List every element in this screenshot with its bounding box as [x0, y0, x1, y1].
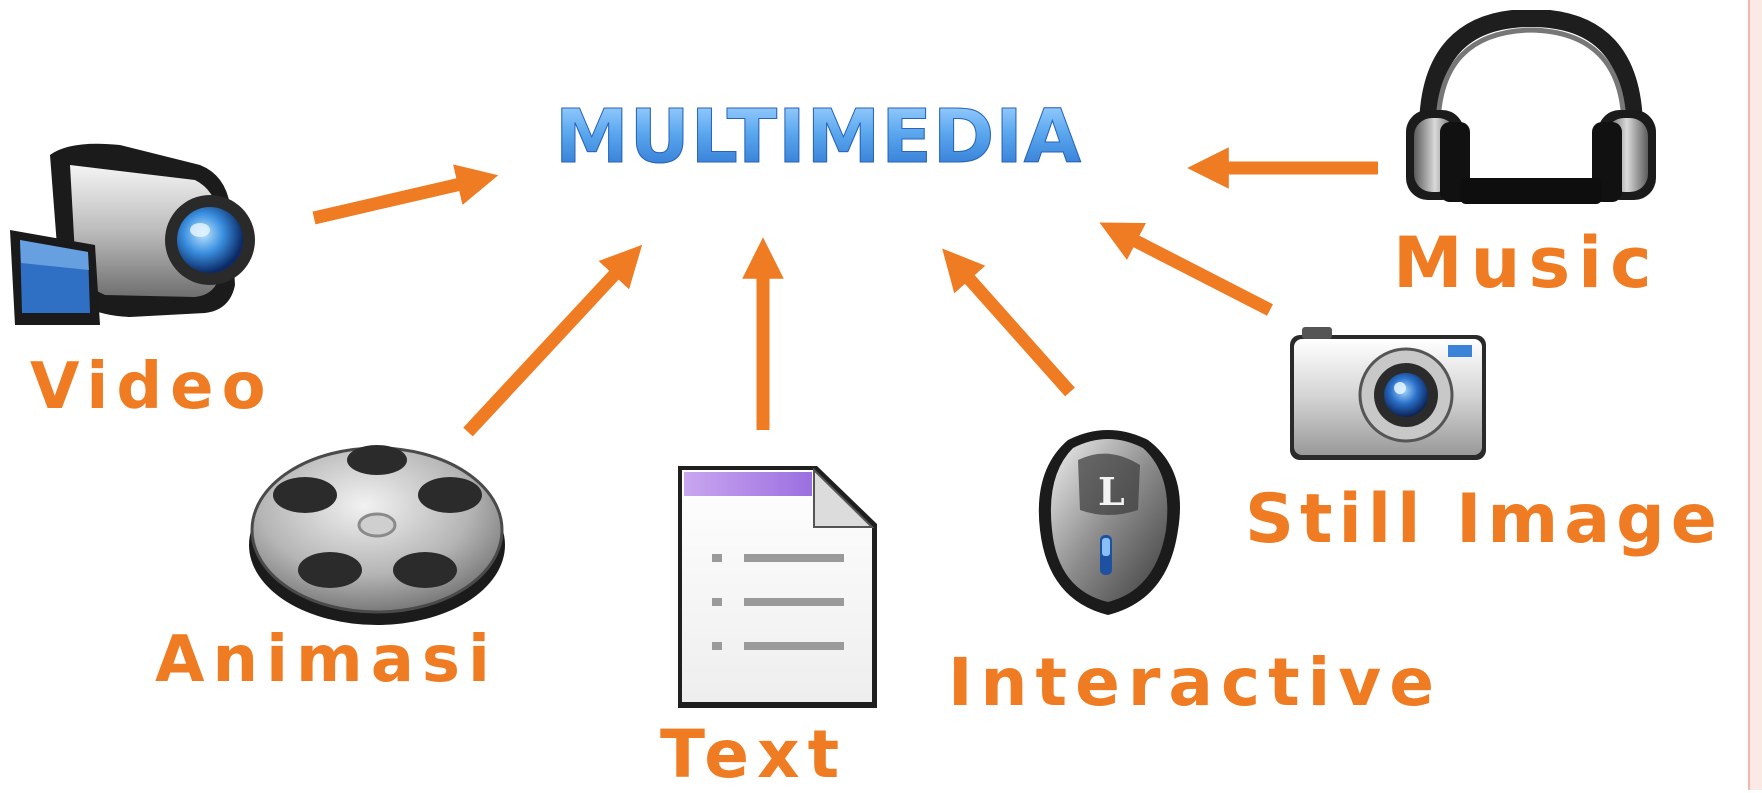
arrow-still-image — [1099, 222, 1273, 316]
label-text: Text — [660, 716, 848, 793]
arrow-animasi — [463, 244, 643, 437]
slide-edge — [1748, 0, 1762, 790]
label-still-image: Still Image — [1245, 480, 1723, 559]
diagram-title: MULTIMEDIA — [554, 94, 1083, 180]
film-reel-icon — [249, 445, 505, 625]
svg-text:L: L — [1098, 469, 1125, 514]
mouse-icon: L — [1038, 430, 1180, 615]
arrow-video — [312, 164, 499, 225]
arrow-interactive — [942, 248, 1075, 397]
label-music: Music — [1393, 222, 1660, 304]
headphones-icon — [1406, 10, 1656, 204]
video-camera-icon — [10, 143, 255, 325]
label-interactive: Interactive — [948, 644, 1443, 721]
camera-icon — [1290, 327, 1486, 460]
text-document-icon — [678, 466, 877, 708]
label-animasi: Animasi — [155, 623, 498, 697]
label-video: Video — [30, 350, 274, 424]
